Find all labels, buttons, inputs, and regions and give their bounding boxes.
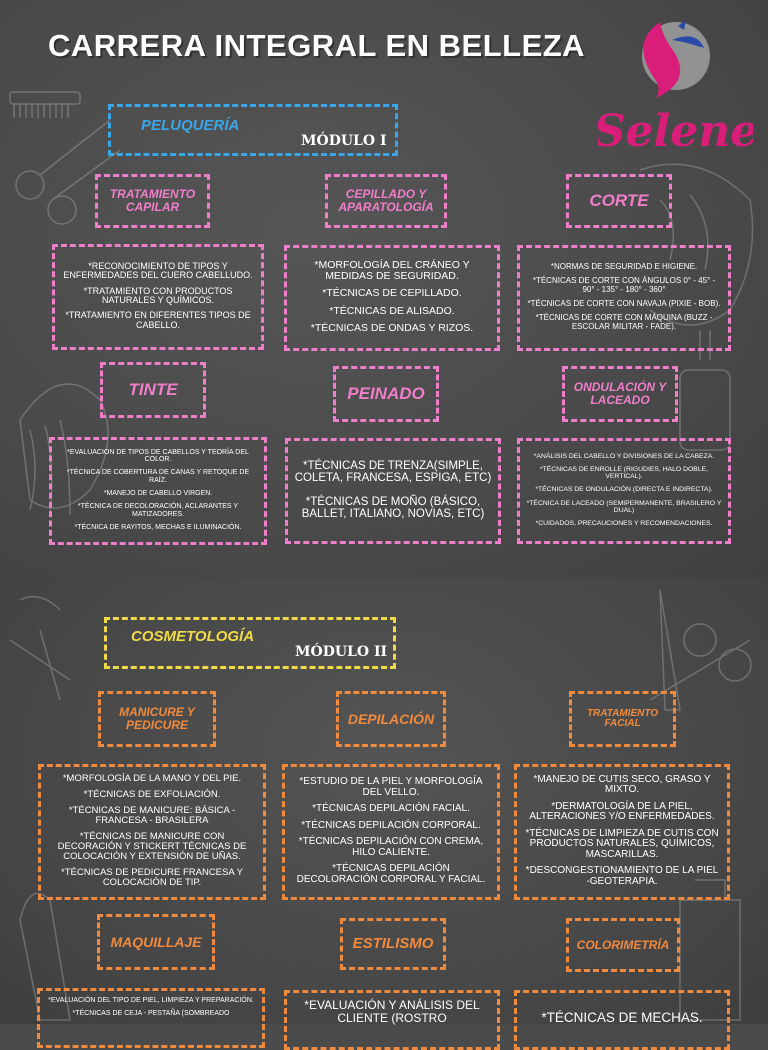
topic-content-estilismo: *EVALUACIÓN Y ANÁLISIS DEL CLIENTE (ROST…	[284, 990, 500, 1050]
topic-content-manicure: *MORFOLOGÍA DE LA MANO Y DEL PIE. *TÉCNI…	[38, 764, 266, 900]
module-2-name: COSMETOLOGÍA	[131, 628, 255, 645]
topic-content-tinte: *EVALUACIÓN DE TIPOS DE CABELLOS Y TEORÍ…	[49, 437, 267, 545]
bottom-section-background	[0, 578, 768, 1024]
topic-content-cepillado: *MORFOLOGÍA DEL CRÁNEO Y MEDIDAS DE SEGU…	[284, 245, 500, 351]
topic-heading-cepillado: CEPILLADO Y APARATOLOGÍA	[325, 174, 447, 228]
topic-content-corte: *NORMAS DE SEGURIDAD E HIGIENE. *TÉCNICA…	[517, 245, 731, 351]
top-section-background	[0, 0, 768, 578]
logo-wordmark: Selene	[598, 106, 753, 157]
topic-content-peinado: *TÉCNICAS DE TRENZA(SIMPLE, COLETA, FRAN…	[285, 438, 501, 544]
topic-content-colorimetria: *TÉCNICAS DE MECHAS.	[514, 990, 730, 1050]
topic-heading-maquillaje: MAQUILLAJE	[97, 914, 215, 970]
topic-heading-tinte: TINTE	[100, 362, 206, 418]
topic-heading-manicure: MANICURE Y PEDICURE	[98, 691, 216, 747]
topic-content-tratamiento-facial: *MANEJO DE CUTIS SECO, GRASO Y MIXTO. *D…	[514, 764, 730, 900]
module-1-name: PELUQUERÍA	[141, 117, 240, 134]
topic-heading-ondulacion: ONDULACIÓN Y LACEADO	[562, 366, 678, 422]
topic-heading-estilismo: ESTILISMO	[340, 918, 446, 970]
topic-heading-tratamiento-capilar: TRATAMIENTO CAPILAR	[95, 174, 210, 228]
topic-heading-colorimetria: COLORIMETRÍA	[566, 918, 680, 972]
topic-heading-peinado: PEINADO	[333, 366, 439, 422]
logo: Selene	[594, 10, 758, 160]
topic-heading-tratamiento-facial: TRATAMIENTO FACIAL	[569, 691, 676, 747]
module-2-header: COSMETOLOGÍA MÓDULO II	[104, 617, 396, 669]
logo-emblem-icon: Selene	[594, 20, 758, 157]
module-1-label: MÓDULO I	[301, 133, 387, 149]
module-1-header: PELUQUERÍA MÓDULO I	[108, 104, 398, 156]
page-title: CARRERA INTEGRAL EN BELLEZA	[48, 28, 586, 63]
topic-content-tratamiento-capilar: *RECONOCIMIENTO DE TIPOS Y ENFERMEDADES …	[52, 244, 264, 350]
topic-content-ondulacion: *ANÁLISIS DEL CABELLO Y DIVISIONES DE LA…	[517, 438, 731, 544]
topic-content-depilacion: *ESTUDIO DE LA PIEL Y MORFOLOGÍA DEL VEL…	[282, 764, 500, 900]
topic-heading-depilacion: DEPILACIÓN	[336, 691, 446, 747]
topic-heading-corte: CORTE	[566, 174, 672, 228]
module-2-label: MÓDULO II	[295, 644, 388, 660]
topic-content-maquillaje: *EVALUACIÓN DEL TIPO DE PIEL, LIMPIEZA Y…	[37, 988, 265, 1048]
